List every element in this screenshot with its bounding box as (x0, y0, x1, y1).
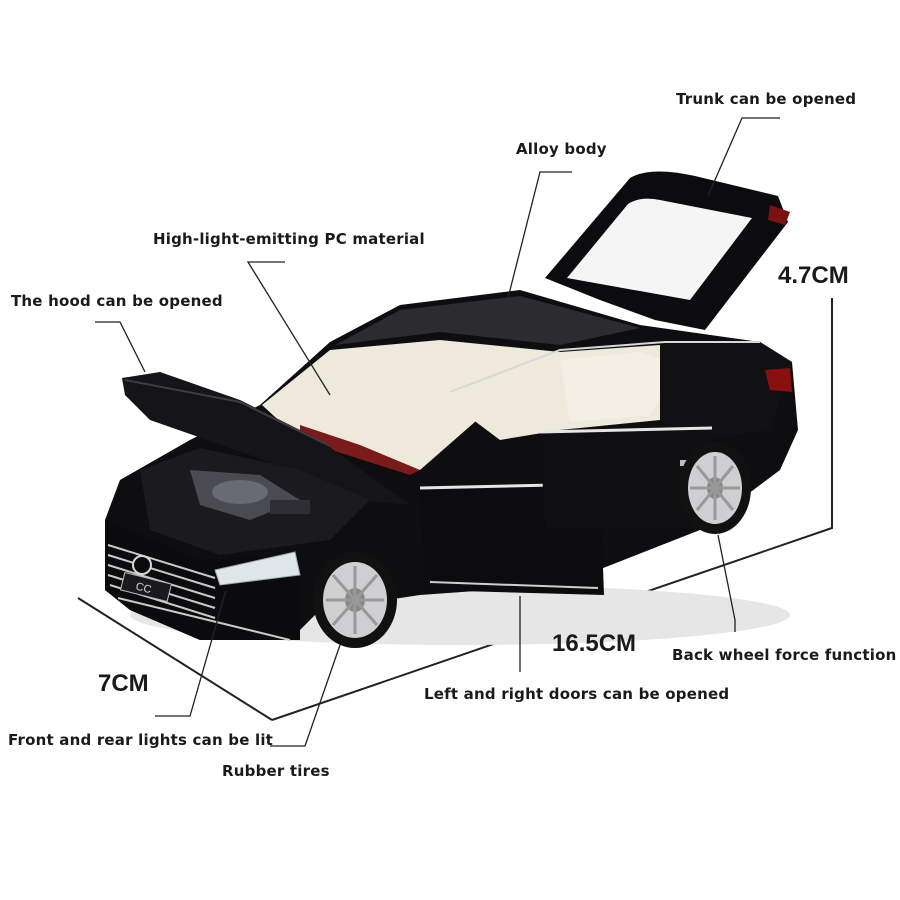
length-dimension-line (271, 298, 833, 721)
dimension-lines (77, 298, 833, 721)
back-wheel-leader (717, 534, 736, 632)
alloy-leader (507, 171, 572, 299)
front-end (105, 520, 301, 641)
height-dimension: 4.7CM (778, 262, 849, 289)
trunk-label: Trunk can be opened (676, 90, 857, 108)
lights-leader (155, 589, 227, 717)
length-dimension: 16.5CM (552, 630, 637, 657)
open-trunk-lid (545, 171, 790, 330)
pc-leader (246, 261, 331, 396)
alloy-label: Alloy body (516, 140, 607, 158)
front-wheel (313, 552, 397, 648)
back-wheel-label: Back wheel force function (672, 646, 897, 664)
doors-label: Left and right doors can be opened (424, 685, 730, 703)
tires-label: Rubber tires (222, 762, 330, 780)
car-body (105, 290, 798, 640)
callout-lines (95, 117, 780, 747)
pc-material-label: High-light-emitting PC material (153, 230, 425, 248)
engine-bay (140, 448, 370, 555)
hood-label: The hood can be opened (11, 292, 223, 310)
trunk-leader (707, 117, 780, 197)
hood-leader (95, 321, 146, 373)
tires-leader (270, 644, 341, 747)
rear-wheel (679, 442, 751, 534)
width-dimension: 7CM (98, 670, 149, 697)
width-dimension-line (77, 597, 273, 721)
lights-label: Front and rear lights can be lit (8, 731, 274, 749)
open-hood (122, 372, 410, 505)
